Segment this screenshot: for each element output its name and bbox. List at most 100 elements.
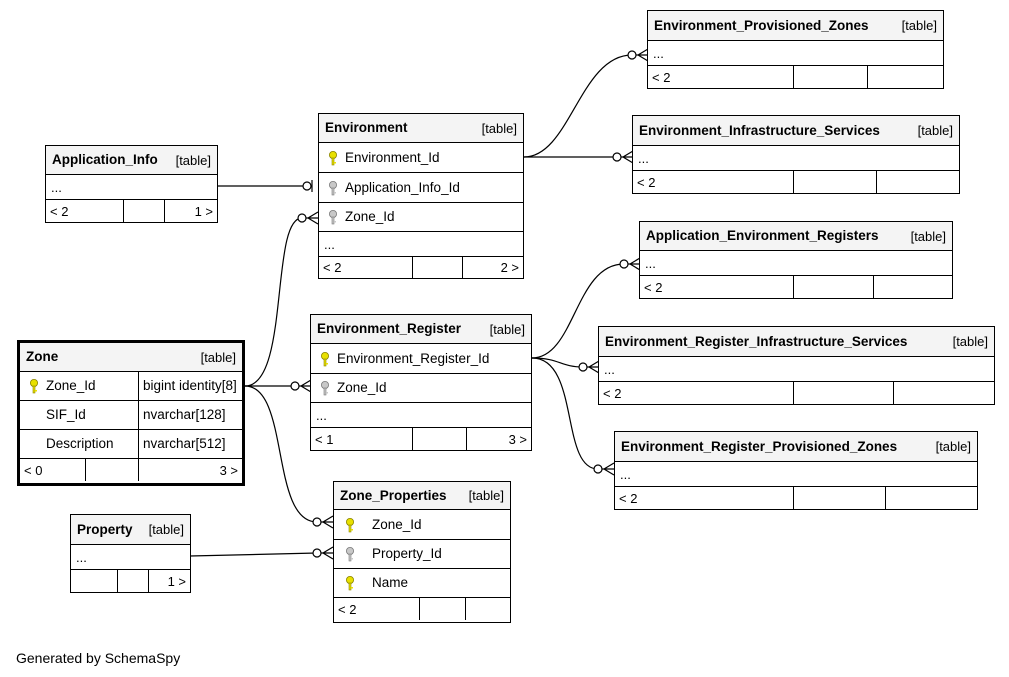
table-name[interactable]: Zone xyxy=(26,349,59,365)
table-name[interactable]: Property xyxy=(77,521,133,537)
more-columns: ... xyxy=(51,179,62,195)
column-name[interactable]: Zone_Id xyxy=(337,380,387,396)
children-count[interactable] xyxy=(873,276,952,298)
edge-property-zone-properties xyxy=(189,552,318,557)
table-environment-infrastructure-services[interactable]: Environment_Infrastructure_Services [tab… xyxy=(632,115,960,194)
children-count[interactable] xyxy=(465,598,510,620)
column-count xyxy=(412,257,462,278)
parents-count[interactable] xyxy=(71,570,117,592)
children-count[interactable]: 1 > xyxy=(164,200,217,222)
edge-environment-provisioned-zones xyxy=(523,54,633,158)
parents-count[interactable]: < 2 xyxy=(323,260,342,275)
parents-count[interactable]: < 2 xyxy=(338,601,357,617)
table-kind: [table] xyxy=(481,120,517,136)
column-name[interactable]: Environment_Register_Id xyxy=(337,350,490,366)
table-environment-provisioned-zones[interactable]: Environment_Provisioned_Zones [table] ..… xyxy=(647,10,944,89)
parents-count[interactable]: < 2 xyxy=(619,490,638,506)
table-name[interactable]: Environment_Infrastructure_Services xyxy=(639,122,880,138)
table-name[interactable]: Zone_Properties xyxy=(340,487,447,503)
foreign-key-icon xyxy=(346,547,354,562)
column-name[interactable]: Property_Id xyxy=(372,546,442,562)
column-name[interactable]: Name xyxy=(372,575,409,591)
children-count[interactable] xyxy=(885,487,977,509)
column-name[interactable]: Zone_Id xyxy=(46,378,96,394)
column-count xyxy=(85,459,138,481)
table-name[interactable]: Environment_Provisioned_Zones xyxy=(654,17,869,33)
table-zone-properties[interactable]: Zone_Properties [table] Zone_Id Property… xyxy=(333,481,511,623)
parents-count[interactable]: < 2 xyxy=(637,174,656,190)
parents-count[interactable]: < 2 xyxy=(652,69,671,85)
table-kind: [table] xyxy=(200,349,236,365)
table-name[interactable]: Environment xyxy=(325,120,408,136)
primary-key-icon xyxy=(321,351,329,366)
column-count xyxy=(793,276,873,298)
children-count[interactable]: 3 > xyxy=(138,459,242,481)
parents-count[interactable]: < 0 xyxy=(24,462,43,478)
table-environment[interactable]: Environment [table] Environment_Id Appli… xyxy=(318,113,524,279)
parents-count[interactable]: < 2 xyxy=(50,203,69,219)
column-name[interactable]: Application_Info_Id xyxy=(345,179,460,195)
table-name[interactable]: Environment_Register_Provisioned_Zones xyxy=(621,438,898,454)
table-environment-register[interactable]: Environment_Register [table] Environment… xyxy=(310,314,532,451)
more-columns: ... xyxy=(324,236,335,252)
primary-key-icon xyxy=(346,517,354,532)
table-kind: [table] xyxy=(901,18,937,33)
table-name[interactable]: Application_Info xyxy=(52,152,158,168)
table-zone[interactable]: Zone [table] Zone_Id bigint identity[8] … xyxy=(17,340,245,486)
children-count[interactable]: 2 > xyxy=(462,257,523,278)
table-kind: [table] xyxy=(935,439,971,454)
table-kind: [table] xyxy=(952,334,988,349)
table-application-info[interactable]: Application_Info [table] ... < 2 1 > xyxy=(45,145,218,223)
table-name[interactable]: Application_Environment_Registers xyxy=(646,228,879,244)
children-count[interactable] xyxy=(867,66,943,88)
table-name[interactable]: Environment_Register_Infrastructure_Serv… xyxy=(605,333,908,349)
table-kind: [table] xyxy=(489,321,525,337)
column-name[interactable]: Zone_Id xyxy=(372,516,422,532)
more-columns: ... xyxy=(645,255,656,271)
foreign-key-icon xyxy=(329,210,337,225)
column-type: nvarchar[512] xyxy=(138,430,226,458)
column-count xyxy=(419,598,465,620)
primary-key-icon xyxy=(346,576,354,591)
more-columns: ... xyxy=(76,549,87,565)
column-name[interactable]: Description xyxy=(46,436,114,452)
edge-envreg-provisioned-zones xyxy=(531,357,599,470)
children-count[interactable] xyxy=(893,382,994,404)
table-kind: [table] xyxy=(148,522,184,537)
more-columns: ... xyxy=(653,45,664,61)
table-kind: [table] xyxy=(917,123,953,138)
parents-count[interactable]: < 2 xyxy=(603,385,622,401)
column-count xyxy=(123,200,164,222)
table-environment-register-provisioned-zones[interactable]: Environment_Register_Provisioned_Zones [… xyxy=(614,431,978,510)
table-environment-register-infrastructure-services[interactable]: Environment_Register_Infrastructure_Serv… xyxy=(598,326,995,405)
column-count xyxy=(793,487,885,509)
edge-zone-zone-properties xyxy=(244,385,318,523)
more-columns: ... xyxy=(638,150,649,166)
column-count xyxy=(793,382,893,404)
column-count xyxy=(793,171,876,193)
column-count xyxy=(793,66,867,88)
foreign-key-icon xyxy=(329,180,337,195)
parents-count[interactable]: < 2 xyxy=(644,279,663,295)
column-type: nvarchar[128] xyxy=(138,401,226,429)
column-name[interactable]: SIF_Id xyxy=(46,407,86,423)
parents-count[interactable]: < 1 xyxy=(315,431,334,447)
more-columns: ... xyxy=(620,466,631,482)
edge-envreg-infrastructure-services xyxy=(531,357,584,368)
more-columns: ... xyxy=(316,407,327,423)
children-count[interactable]: 3 > xyxy=(466,428,531,450)
table-kind: [table] xyxy=(175,152,211,168)
table-application-environment-registers[interactable]: Application_Environment_Registers [table… xyxy=(639,221,953,299)
table-property[interactable]: Property [table] ... 1 > xyxy=(70,514,191,593)
primary-key-icon xyxy=(30,379,38,394)
generator-credit: Generated by SchemaSpy xyxy=(16,650,181,666)
column-count xyxy=(117,570,148,592)
table-kind: [table] xyxy=(910,228,946,244)
column-type: bigint identity[8] xyxy=(138,372,237,400)
column-name[interactable]: Zone_Id xyxy=(345,209,395,225)
column-name[interactable]: Environment_Id xyxy=(345,149,440,165)
primary-key-icon xyxy=(329,150,337,165)
children-count[interactable]: 1 > xyxy=(148,570,190,592)
table-name[interactable]: Environment_Register xyxy=(317,321,462,337)
children-count[interactable] xyxy=(876,171,959,193)
